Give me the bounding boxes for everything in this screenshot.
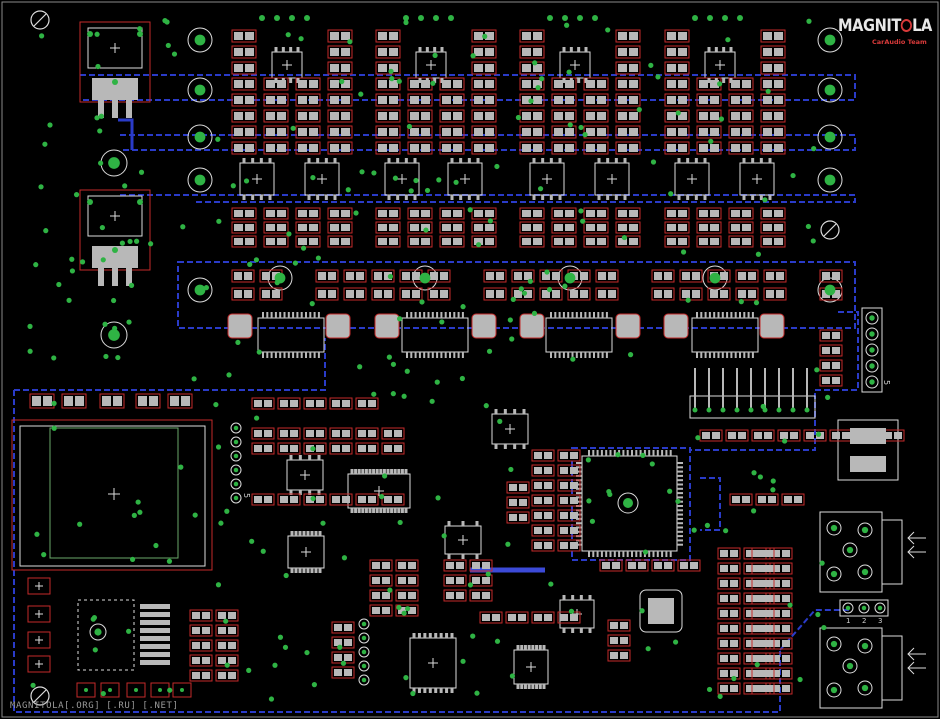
header-pin-label: 5: [882, 379, 892, 386]
header-pin-label-left: 5: [242, 492, 252, 499]
smd-pads: [27, 29, 905, 698]
footer-url: MAGNITOLA[.ORG] [.RU] [.NET]: [10, 701, 179, 711]
vias: [27, 15, 883, 702]
target-circle-icon: [900, 19, 913, 32]
pin-label-2: 2: [862, 617, 867, 625]
pin-label-3: 3: [878, 617, 883, 625]
silkscreen-layer: [11, 10, 926, 709]
pin-label-1: 1: [846, 617, 851, 625]
logo-tagline: CarAudio Team: [872, 38, 927, 46]
